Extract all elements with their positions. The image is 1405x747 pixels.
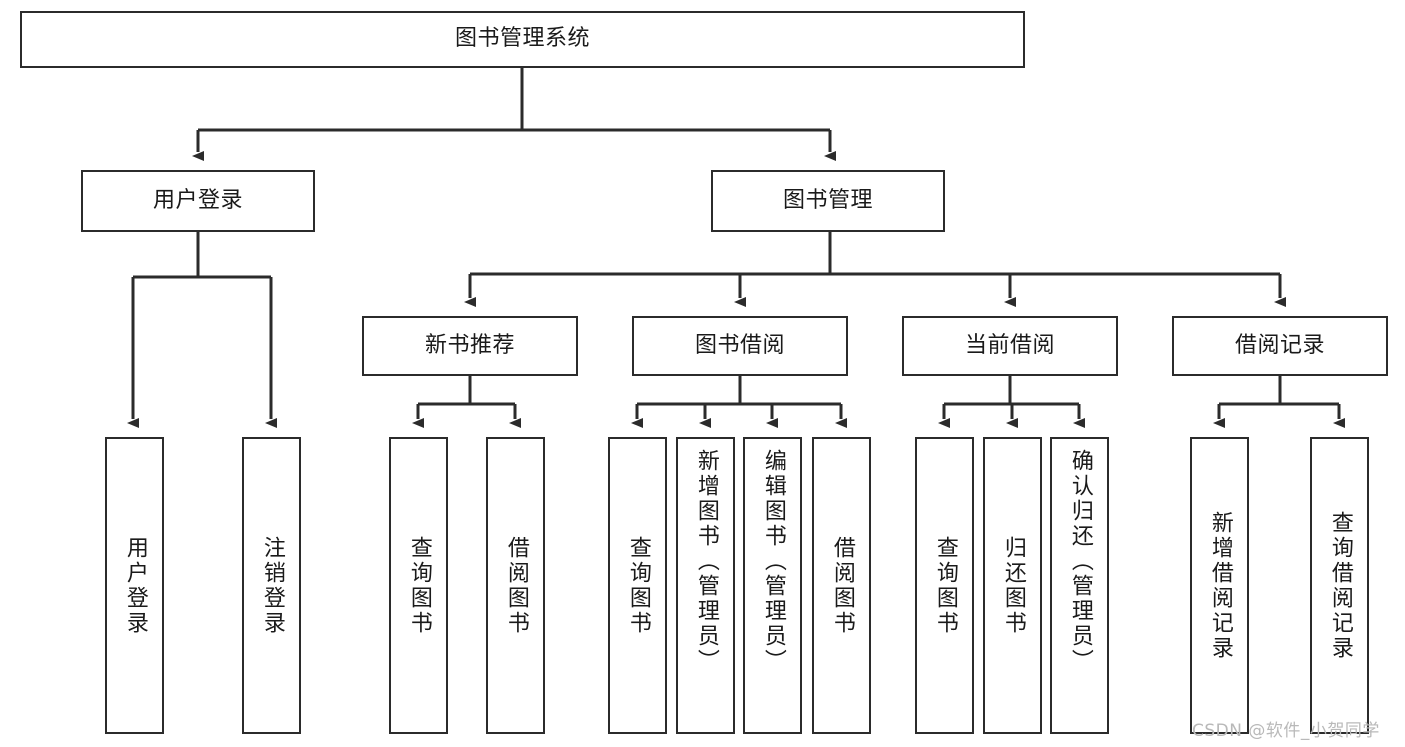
leaf-query-book-cur[interactable]: 查询图书 <box>915 437 974 734</box>
leaf-query-book-borrow-label: 查询图书 <box>625 535 651 636</box>
leaf-add-book-admin-label: 新增图书（管理员） <box>693 449 719 674</box>
leaf-query-book-borrow[interactable]: 查询图书 <box>608 437 667 734</box>
leaf-edit-book-admin-label: 编辑图书（管理员） <box>760 449 786 674</box>
leaf-user-login[interactable]: 用户登录 <box>105 437 164 734</box>
leaf-query-borrow-record[interactable]: 查询借阅记录 <box>1310 437 1369 734</box>
new-book-recommend-label: 新书推荐 <box>424 332 515 358</box>
leaf-add-book-admin[interactable]: 新增图书（管理员） <box>676 437 735 734</box>
leaf-add-borrow-record[interactable]: 新增借阅记录 <box>1190 437 1249 734</box>
borrow-record[interactable]: 借阅记录 <box>1172 316 1388 376</box>
leaf-return-book[interactable]: 归还图书 <box>983 437 1042 734</box>
edge-group-book-manage <box>464 232 1286 307</box>
leaf-user-login-label: 用户登录 <box>122 535 148 636</box>
leaf-query-borrow-record-label: 查询借阅记录 <box>1327 510 1353 661</box>
edge-group-root <box>192 68 836 161</box>
leaf-edit-book-admin[interactable]: 编辑图书（管理员） <box>743 437 802 734</box>
book-manage-label: 图书管理 <box>782 187 873 213</box>
csdn-watermark: CSDN @软件_小贺同学 <box>1192 721 1380 741</box>
leaf-add-borrow-record-label: 新增借阅记录 <box>1207 510 1233 661</box>
leaf-logout[interactable]: 注销登录 <box>242 437 301 734</box>
borrow-record-label: 借阅记录 <box>1234 332 1325 358</box>
leaf-confirm-return-admin-label: 确认归还（管理员） <box>1067 449 1093 674</box>
edge-group-current-borrow <box>938 376 1085 428</box>
edge-group-book-borrow <box>631 376 847 428</box>
leaf-return-book-label: 归还图书 <box>1000 535 1026 636</box>
leaf-borrow-book-rec-label: 借阅图书 <box>503 535 529 636</box>
root-label: 图书管理系统 <box>454 26 590 52</box>
root[interactable]: 图书管理系统 <box>20 11 1025 68</box>
leaf-query-book-rec[interactable]: 查询图书 <box>389 437 448 734</box>
leaf-confirm-return-admin[interactable]: 确认归还（管理员） <box>1050 437 1109 734</box>
leaf-borrow-book-rec[interactable]: 借阅图书 <box>486 437 545 734</box>
leaf-borrow-book-label: 借阅图书 <box>829 535 855 636</box>
current-borrow-label: 当前借阅 <box>964 332 1055 358</box>
leaf-logout-label: 注销登录 <box>259 535 285 636</box>
book-manage[interactable]: 图书管理 <box>711 170 945 232</box>
book-borrow-label: 图书借阅 <box>694 332 785 358</box>
edge-group-new-book-recommend <box>412 376 521 428</box>
leaf-query-book-rec-label: 查询图书 <box>406 535 432 636</box>
leaf-borrow-book[interactable]: 借阅图书 <box>812 437 871 734</box>
user-login-label: 用户登录 <box>152 187 243 213</box>
edge-group-borrow-record <box>1213 376 1345 428</box>
edge-group-user-login <box>127 232 277 428</box>
book-borrow[interactable]: 图书借阅 <box>632 316 848 376</box>
new-book-recommend[interactable]: 新书推荐 <box>362 316 578 376</box>
user-login[interactable]: 用户登录 <box>81 170 315 232</box>
leaf-query-book-cur-label: 查询图书 <box>932 535 958 636</box>
current-borrow[interactable]: 当前借阅 <box>902 316 1118 376</box>
